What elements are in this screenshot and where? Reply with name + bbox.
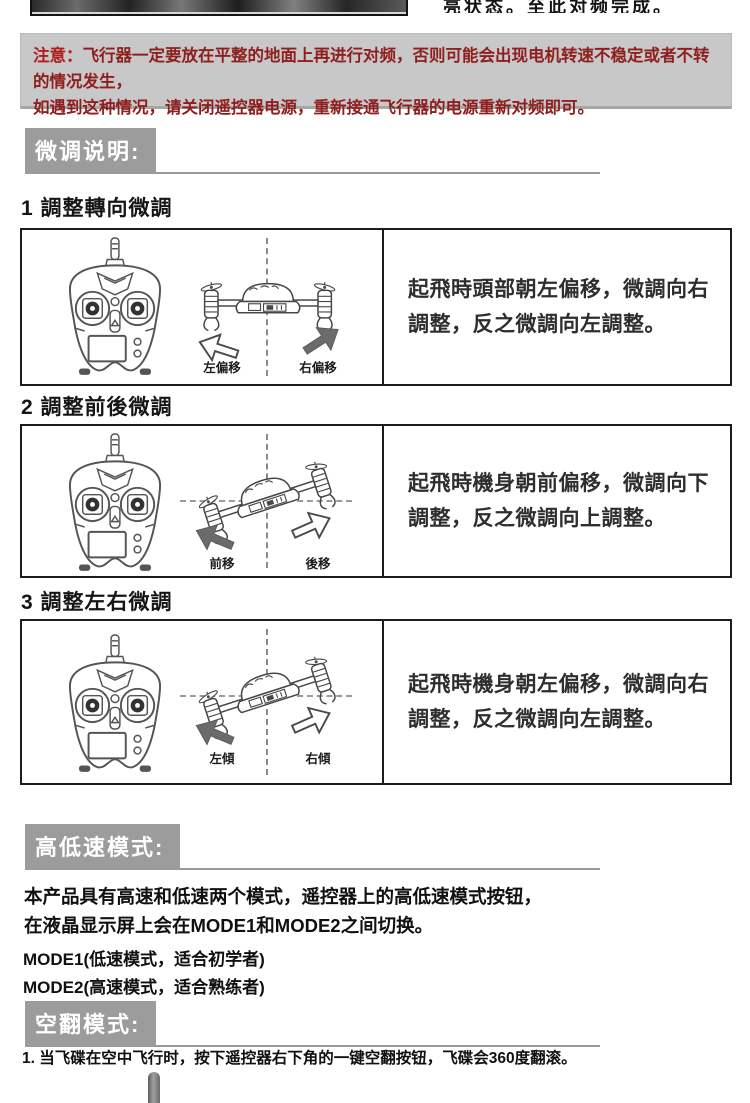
trim-heading-1: 1 調整轉向微調 <box>21 197 173 220</box>
section-header-speed: 高低速模式: <box>25 824 600 870</box>
remote-controller-drawing <box>68 236 162 376</box>
arrow-label-left: 左傾 <box>209 752 235 766</box>
mode2-line: MODE2(高速模式，适合熟练者) <box>23 978 265 997</box>
arrow-label-right: 右傾 <box>305 752 331 766</box>
pairing-status-text: 亮状态。至此对频完成。 <box>443 0 674 13</box>
pairing-status-text-value: 亮状态。至此对频完成。 <box>443 0 674 13</box>
trim-heading-2: 2 調整前後微調 <box>21 396 173 419</box>
section-header-trim-chip: 微调说明: <box>25 128 157 172</box>
trim-heading-3: 3 調整左右微調 <box>21 591 173 614</box>
speed-section-paragraph: 本产品具有高速和低速两个模式，遥控器上的高低速模式按钮， 在液晶显示屏上会在MO… <box>24 882 542 940</box>
trim-box-3-text-cell: 起飛時機身朝左偏移，微調向右 調整，反之微調向左調整。 <box>384 621 730 783</box>
trim-box-2-text-cell: 起飛時機身朝前偏移，微調向下 調整，反之微調向上調整。 <box>384 426 730 576</box>
remote-controller-drawing <box>68 432 162 572</box>
cropped-photo-strip <box>30 0 408 16</box>
trim-description-1: 起飛時頭部朝左偏移，微調向右 調整，反之微調向左調整。 <box>408 278 709 336</box>
speed-paragraph-line-1: 本产品具有高速和低速两个模式，遥控器上的高低速模式按钮， <box>24 886 543 907</box>
speed-paragraph-line-2: 在液晶显示屏上会在MODE1和MODE2之间切换。 <box>24 915 434 936</box>
section-header-flip-chip: 空翻模式: <box>25 1001 157 1045</box>
trim-box-2-figure: 前移 後移 <box>22 426 384 576</box>
trim-description-3: 起飛時機身朝左偏移，微調向右 調整，反之微調向左調整。 <box>408 673 709 731</box>
arrow-label-right: 後移 <box>305 557 331 571</box>
notice-text: 飞行器一定要放在平整的地面上再进行对频，否则可能会出现电机转速不稳定或者不转的情… <box>33 47 710 117</box>
section-header-trim: 微调说明: <box>25 128 600 174</box>
trim-box-2: 前移 後移 起飛時機身朝前偏移，微調向下 調整，反之微調向上調整。 <box>20 424 732 578</box>
remote-controller-drawing <box>68 633 162 773</box>
trim-box-3: 左傾 右傾 起飛時機身朝左偏移，微調向右 調整，反之微調向左調整。 <box>20 619 732 785</box>
trim-box-1-figure: 左偏移 右偏移 <box>22 230 384 384</box>
trim-box-1-text-cell: 起飛時頭部朝左偏移，微調向右 調整，反之微調向左調整。 <box>384 230 730 384</box>
cropped-antenna-drawing <box>148 1072 160 1103</box>
section-header-speed-chip: 高低速模式: <box>25 824 181 868</box>
arrow-label-right: 右偏移 <box>299 361 337 375</box>
arrow-label-left: 左偏移 <box>203 361 241 375</box>
trim-description-2: 起飛時機身朝前偏移，微調向下 調整，反之微調向上調整。 <box>408 472 709 530</box>
notice-label: 注意： <box>33 47 83 65</box>
trim-box-3-figure: 左傾 右傾 <box>22 621 384 783</box>
notice-box: 注意：飞行器一定要放在平整的地面上再进行对频，否则可能会出现电机转速不稳定或者不… <box>20 33 732 117</box>
section-header-flip: 空翻模式: <box>25 1001 600 1047</box>
arrow-label-left: 前移 <box>209 557 235 571</box>
trim-box-1: 左偏移 右偏移 起飛時頭部朝左偏移，微調向右 調整，反之微調向左調整。 <box>20 228 732 386</box>
mode1-line: MODE1(低速模式，适合初学者) <box>23 950 265 969</box>
flip-step-1: 1. 当飞碟在空中飞行时，按下遥控器右下角的一键空翻按钮，飞碟会360度翻滚。 <box>22 1050 577 1067</box>
